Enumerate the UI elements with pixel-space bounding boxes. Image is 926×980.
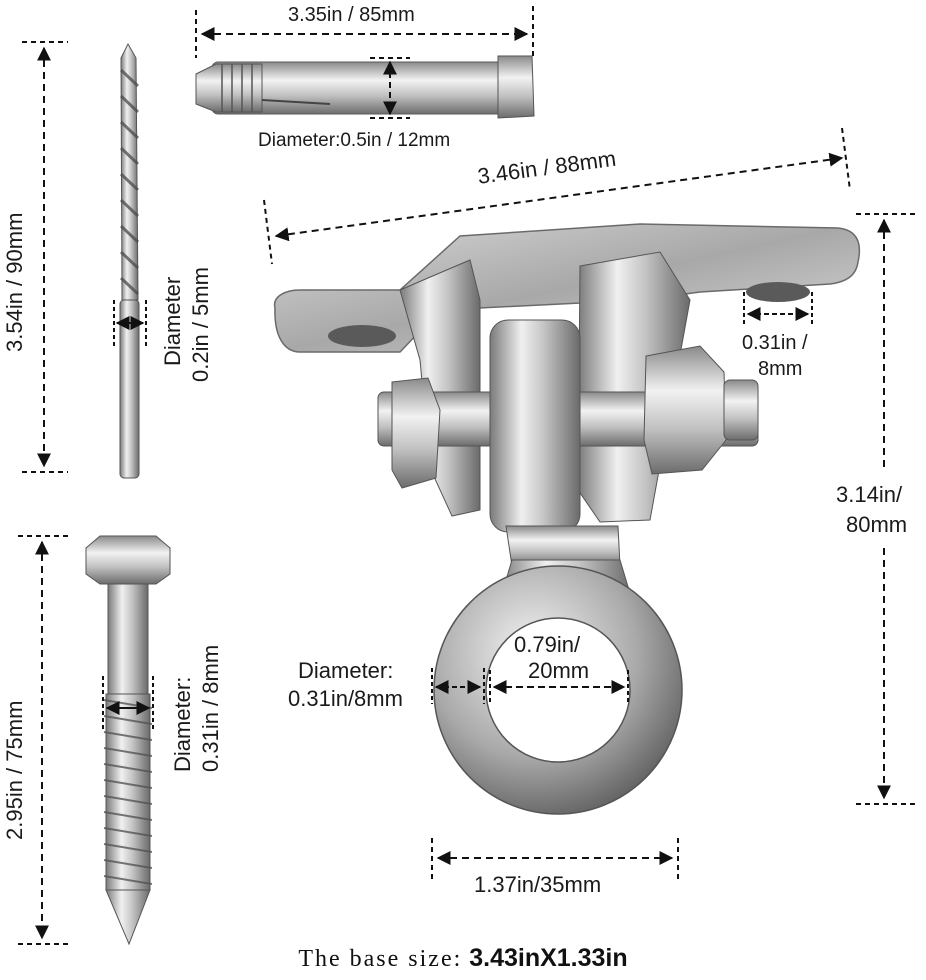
caption-value: 3.43inX1.33in — [462, 944, 628, 972]
ring-wire-value: 0.31in/8mm — [288, 686, 403, 711]
anchor-bolt — [195, 55, 535, 119]
hole-diameter-line2: 8mm — [758, 358, 803, 380]
base-size-caption: The base size: 3.43inX1.33in — [0, 944, 926, 973]
drill-bit — [119, 42, 140, 479]
drill-diameter-title: Diameter — [160, 276, 185, 366]
height-line1: 3.14in/ — [836, 482, 903, 507]
anchor-diameter-label: Diameter:0.5in / 12mm — [258, 130, 451, 151]
anchor-length-label: 3.35in / 85mm — [288, 4, 415, 26]
dimension-lines — [18, 6, 918, 945]
ring-inner-line1: 0.79in/ — [514, 632, 581, 657]
hole-diameter-line1: 0.31in / — [742, 332, 808, 354]
ring-wire-title: Diameter: — [298, 658, 394, 683]
caption-prefix: The base size: — [298, 946, 463, 972]
ring-outer-label: 1.37in/35mm — [474, 872, 602, 897]
height-line2: 80mm — [846, 512, 908, 537]
lag-diameter-value: 0.31in / 8mm — [198, 644, 223, 772]
drill-diameter-value: 0.2in / 5mm — [188, 267, 213, 382]
lag-length-label: 2.95in / 75mm — [2, 700, 27, 840]
lag-diameter-title: Diameter: — [170, 676, 195, 772]
ring-inner-line2: 20mm — [528, 658, 590, 683]
drill-length-label: 3.54in / 90mm — [2, 212, 27, 352]
swing-hanger: M8 — [273, 223, 861, 815]
lag-screw — [85, 535, 171, 946]
